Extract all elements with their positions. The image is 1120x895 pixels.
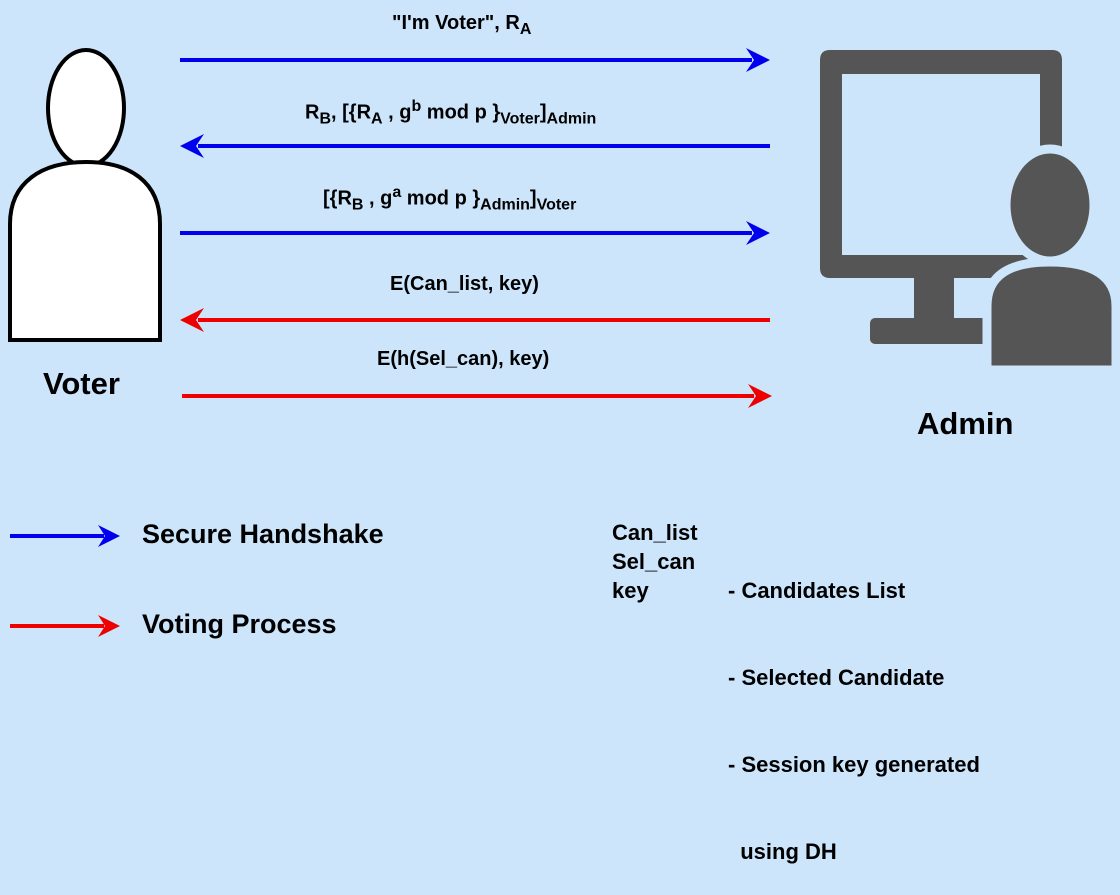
diagram-canvas: [8, 48, 1120, 637]
arrow-m1: [180, 48, 770, 72]
legend-handshake-arrow: [10, 525, 120, 547]
message-3-label: [{RB , ga mod p }Admin]Voter: [323, 184, 577, 214]
message-4-label: E(Can_list, key): [390, 273, 539, 295]
legend-voting-label: Voting Process: [142, 609, 337, 639]
glossary-definition: - Candidates List: [728, 578, 906, 603]
arrow-m5: [182, 384, 772, 408]
message-1-label: "I'm Voter", RA: [392, 12, 532, 38]
glossary-term: Can_list: [612, 520, 698, 545]
legend-voting-arrow: [10, 615, 120, 637]
arrow-m2: [180, 134, 770, 158]
glossary-term: Sel_can: [612, 549, 696, 574]
voter-person-icon: [8, 48, 162, 342]
glossary-definitions: - Candidates List - Selected Candidate -…: [728, 518, 980, 895]
glossary-definition: - Session key generated: [728, 752, 980, 777]
glossary-terms: Can_list Sel_can key: [612, 518, 698, 605]
message-5-label: E(h(Sel_can), key): [377, 348, 550, 370]
voter-label: Voter: [43, 366, 120, 401]
admin-label: Admin: [917, 406, 1014, 441]
glossary-definition: using DH: [728, 839, 837, 864]
admin-user-icon: [982, 144, 1120, 375]
legend-handshake-label: Secure Handshake: [142, 519, 384, 549]
message-2-label: RB, [{RA , gb mod p }Voter]Admin: [305, 98, 597, 128]
arrow-m4: [180, 308, 770, 332]
glossary-definition: - Selected Candidate: [728, 665, 945, 690]
glossary-term: key: [612, 578, 649, 603]
arrow-m3: [180, 221, 770, 245]
